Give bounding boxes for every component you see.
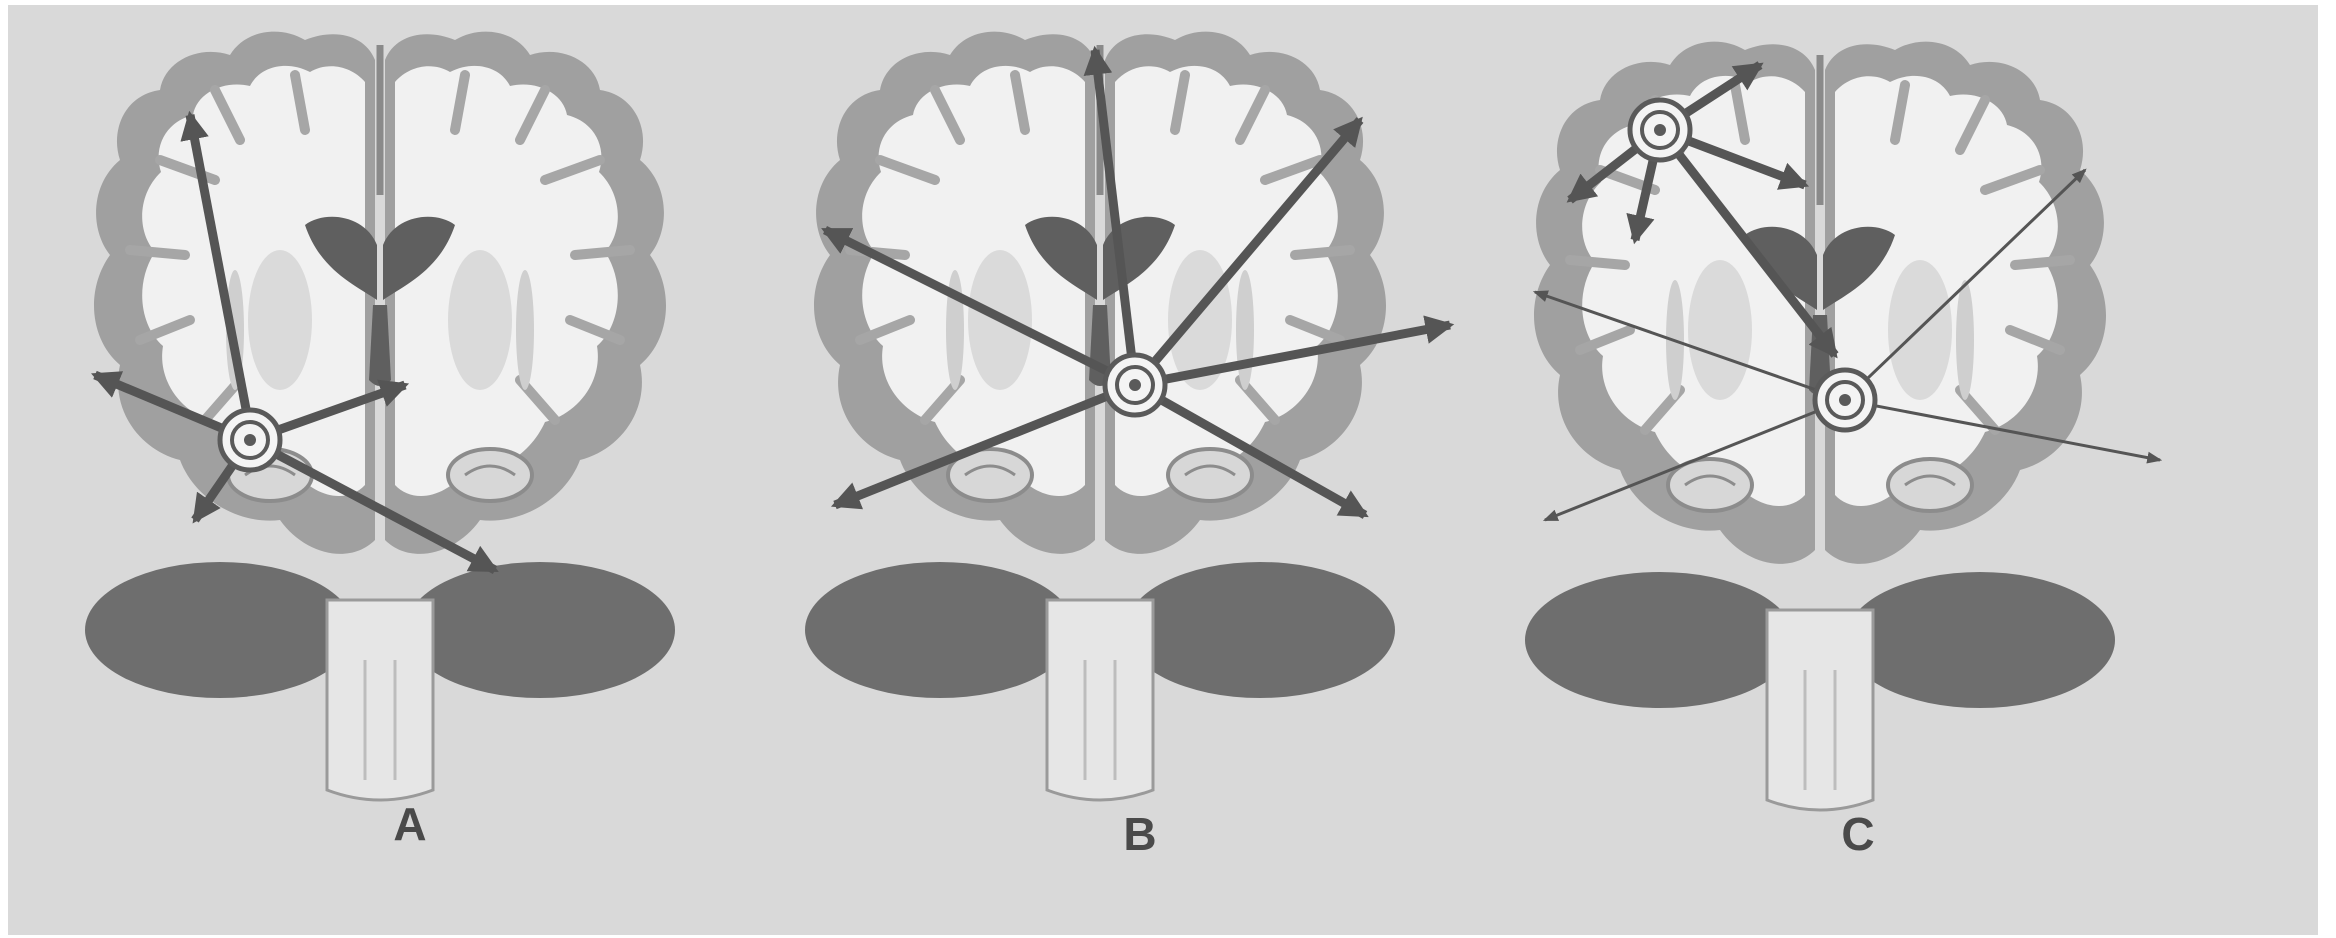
target-icon-b <box>1105 355 1165 415</box>
panel-label-a: A <box>393 798 426 850</box>
target-icon-c-lower <box>1815 370 1875 430</box>
panel-label-b: B <box>1123 808 1156 860</box>
panel-label-c: C <box>1841 808 1874 860</box>
target-icon-a <box>220 410 280 470</box>
target-icon-c-upper <box>1630 100 1690 160</box>
